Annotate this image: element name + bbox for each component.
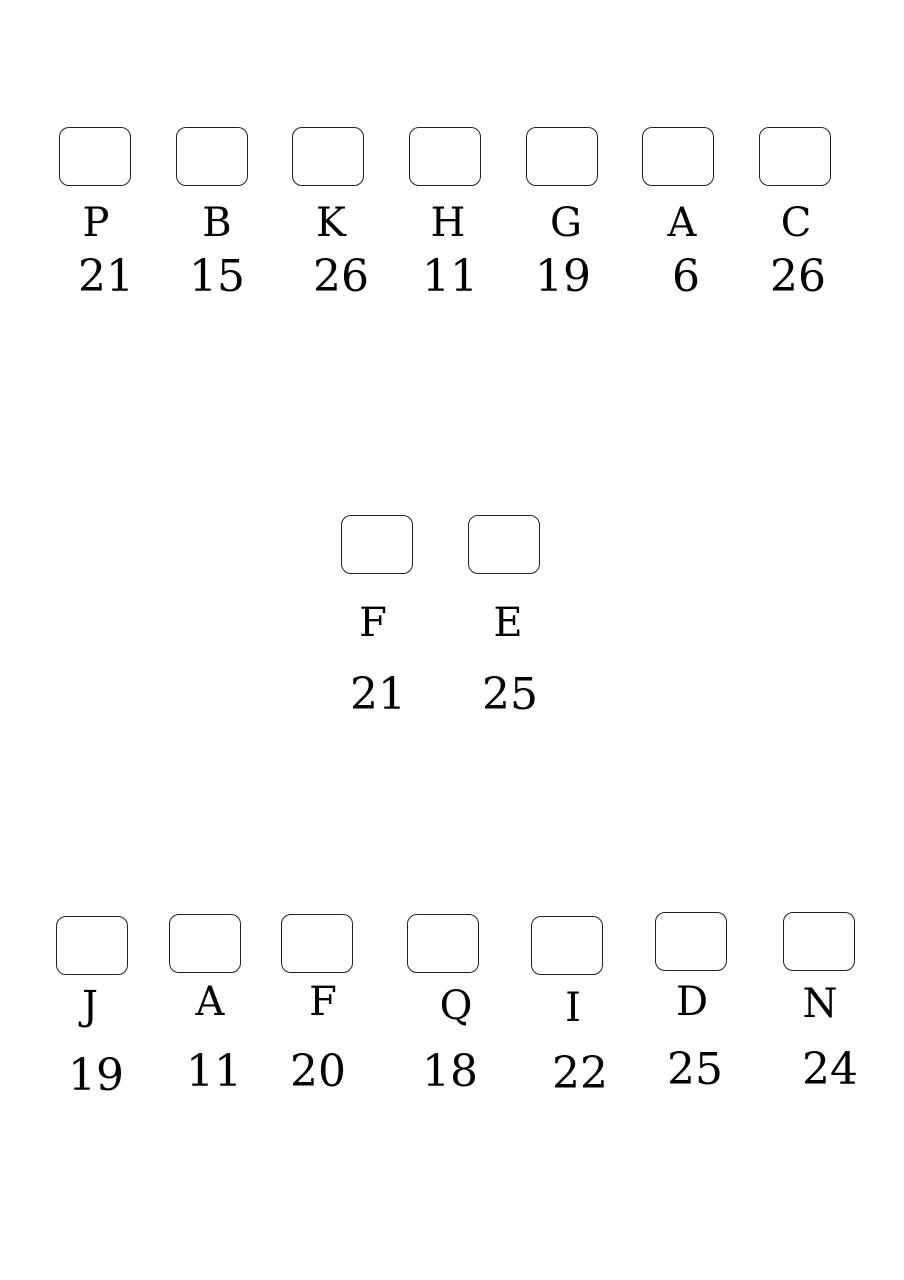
item-number: 24 [802,1044,858,1095]
item-letter: F [359,600,387,646]
answer-box[interactable] [56,916,128,975]
item-letter: B [202,200,232,246]
item-letter: Q [439,983,473,1029]
answer-box[interactable] [655,912,727,971]
item-number: 25 [667,1044,723,1095]
item-number: 11 [186,1046,242,1097]
item-letter: C [780,200,812,246]
item-letter: N [802,981,838,1027]
item-letter: D [675,979,709,1025]
answer-box[interactable] [409,127,481,186]
item-number: 15 [189,251,245,302]
item-number: 25 [482,669,538,720]
item-number: 19 [535,251,591,302]
answer-box[interactable] [292,127,364,186]
answer-box[interactable] [169,914,241,973]
item-letter: I [565,985,581,1031]
item-number: 26 [313,251,369,302]
answer-box[interactable] [468,515,540,574]
item-letter: F [309,979,337,1025]
item-number: 6 [672,251,700,302]
answer-box[interactable] [526,127,598,186]
item-number: 19 [68,1050,124,1101]
answer-box[interactable] [281,914,353,973]
item-number: 21 [78,251,134,302]
item-letter: E [493,600,523,646]
item-letter: K [316,200,346,246]
answer-box[interactable] [176,127,248,186]
item-letter: A [667,200,697,246]
item-number: 20 [290,1046,346,1097]
item-letter: A [195,979,225,1025]
item-letter: G [550,200,582,246]
answer-box[interactable] [341,515,413,574]
answer-box[interactable] [759,127,831,186]
answer-box[interactable] [642,127,714,186]
answer-box[interactable] [783,912,855,971]
answer-box[interactable] [531,916,603,975]
item-number: 21 [350,669,406,720]
item-number: 22 [552,1048,608,1099]
answer-box[interactable] [407,914,479,973]
answer-box[interactable] [59,127,131,186]
item-number: 18 [422,1046,478,1097]
item-letter: J [81,983,99,1029]
item-letter: H [430,200,466,246]
item-number: 26 [770,251,826,302]
item-number: 11 [422,251,478,302]
item-letter: P [82,200,110,246]
